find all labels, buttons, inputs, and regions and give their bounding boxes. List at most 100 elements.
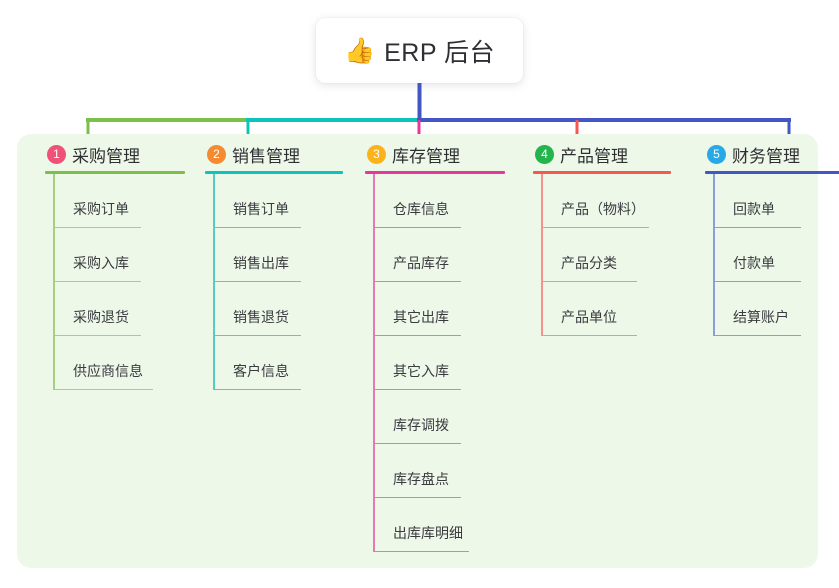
- branch-item-rule: [53, 226, 141, 228]
- branch-item-label: 付款单: [733, 255, 775, 271]
- branch-title: 产品管理: [560, 146, 628, 166]
- branch-item[interactable]: 库存盘点: [373, 444, 519, 498]
- branch-item[interactable]: 库存调拨: [373, 390, 519, 444]
- root-node[interactable]: 👍 ERP 后台: [316, 18, 523, 83]
- branch-item-label: 客户信息: [233, 363, 289, 379]
- branch-item-label: 其它入库: [393, 363, 449, 379]
- branch-number-badge: 2: [207, 144, 226, 164]
- branch-item-label: 销售退货: [233, 309, 289, 325]
- branch-item-label: 回款单: [733, 201, 775, 217]
- thumbs-up-icon: 👍: [343, 37, 376, 65]
- branch-item[interactable]: 回款单: [713, 174, 839, 228]
- branch-item[interactable]: 供应商信息: [53, 336, 199, 390]
- branch-item-rule: [53, 334, 141, 336]
- branch-item[interactable]: 产品分类: [541, 228, 687, 282]
- branch-item-label: 出库库明细: [393, 525, 463, 541]
- branch-item-rule: [713, 226, 801, 228]
- branch-item-rule: [213, 226, 301, 228]
- branch-column-5: 5 财务管理回款单付款单结算账户: [699, 134, 839, 336]
- branch-header-4[interactable]: 4 产品管理: [527, 134, 687, 174]
- branch-item-rule: [373, 226, 461, 228]
- branch-item-label: 采购退货: [73, 309, 129, 325]
- branch-item-label: 其它出库: [393, 309, 449, 325]
- branch-item-label: 产品分类: [561, 255, 617, 271]
- branch-item[interactable]: 销售退货: [213, 282, 359, 336]
- branch-item[interactable]: 采购入库: [53, 228, 199, 282]
- branch-stem-line: [53, 174, 55, 390]
- branch-item-rule: [213, 388, 301, 390]
- branch-item-rule: [373, 496, 461, 498]
- branches-panel: 1 采购管理采购订单采购入库采购退货供应商信息 2 销售管理销售订单销售出库销售退货客…: [17, 134, 839, 568]
- branch-column-1: 1 采购管理采购订单采购入库采购退货供应商信息: [39, 134, 199, 390]
- branch-item-list: 销售订单销售出库销售退货客户信息: [213, 174, 359, 390]
- branch-item[interactable]: 销售订单: [213, 174, 359, 228]
- branch-item[interactable]: 产品（物料）: [541, 174, 687, 228]
- branch-header-rule: [45, 171, 185, 174]
- branch-header-1[interactable]: 1 采购管理: [39, 134, 199, 174]
- branch-item[interactable]: 销售出库: [213, 228, 359, 282]
- branch-item[interactable]: 出库库明细: [373, 498, 519, 552]
- branch-header-rule: [365, 171, 505, 174]
- branch-item-list: 回款单付款单结算账户: [713, 174, 839, 336]
- branch-item-label: 采购订单: [73, 201, 129, 217]
- branch-stem-line: [213, 174, 215, 390]
- branch-item[interactable]: 付款单: [713, 228, 839, 282]
- branch-item-label: 销售订单: [233, 201, 289, 217]
- branch-item-label: 采购入库: [73, 255, 129, 271]
- branch-title: 财务管理: [732, 146, 800, 166]
- branch-item-rule: [541, 334, 637, 336]
- branch-item-rule: [541, 280, 637, 282]
- branch-stem-line: [713, 174, 715, 336]
- branch-number-badge: 4: [535, 144, 554, 164]
- branch-item-label: 产品（物料）: [561, 201, 645, 217]
- branch-item-label: 产品单位: [561, 309, 617, 325]
- branch-item[interactable]: 产品单位: [541, 282, 687, 336]
- branch-item-rule: [53, 388, 153, 390]
- branch-item-list: 产品（物料） 产品分类产品单位: [541, 174, 687, 336]
- branch-item-rule: [53, 280, 141, 282]
- branch-item[interactable]: 客户信息: [213, 336, 359, 390]
- branch-item-rule: [373, 388, 461, 390]
- branch-item-list: 仓库信息产品库存其它出库其它入库库存调拨库存盘点出库库明细: [373, 174, 519, 552]
- branch-number-badge: 5: [707, 144, 726, 164]
- branch-item-rule: [213, 334, 301, 336]
- branch-stem-line: [373, 174, 375, 552]
- branch-header-2[interactable]: 2 销售管理: [199, 134, 359, 174]
- branch-item[interactable]: 采购退货: [53, 282, 199, 336]
- branch-item-label: 销售出库: [233, 255, 289, 271]
- branch-column-2: 2 销售管理销售订单销售出库销售退货客户信息: [199, 134, 359, 390]
- branch-item-label: 供应商信息: [73, 363, 143, 379]
- branch-item[interactable]: 产品库存: [373, 228, 519, 282]
- branch-title: 库存管理: [392, 146, 460, 166]
- branch-header-5[interactable]: 5 财务管理: [699, 134, 839, 174]
- branch-stem-line: [541, 174, 543, 336]
- root-title: ERP 后台: [384, 38, 496, 67]
- branch-item-rule: [541, 226, 649, 228]
- branch-title: 采购管理: [72, 146, 140, 166]
- branch-item-rule: [713, 280, 801, 282]
- branch-header-rule: [533, 171, 671, 174]
- branch-title: 销售管理: [232, 146, 300, 166]
- branch-header-rule: [705, 171, 839, 174]
- branch-number-badge: 3: [367, 144, 386, 164]
- branch-item-label: 仓库信息: [393, 201, 449, 217]
- branch-item-rule: [373, 334, 461, 336]
- branch-item[interactable]: 其它入库: [373, 336, 519, 390]
- branch-number-badge: 1: [47, 144, 66, 164]
- branch-column-4: 4 产品管理产品（物料） 产品分类产品单位: [527, 134, 687, 336]
- branch-item[interactable]: 其它出库: [373, 282, 519, 336]
- branch-item-rule: [213, 280, 301, 282]
- branch-item-label: 产品库存: [393, 255, 449, 271]
- branch-item[interactable]: 仓库信息: [373, 174, 519, 228]
- branch-item-rule: [373, 442, 461, 444]
- branch-item-list: 采购订单采购入库采购退货供应商信息: [53, 174, 199, 390]
- branch-item-rule: [713, 334, 801, 336]
- branch-header-3[interactable]: 3 库存管理: [359, 134, 519, 174]
- branch-item-label: 库存盘点: [393, 471, 449, 487]
- branch-item-label: 库存调拨: [393, 417, 449, 433]
- branch-item[interactable]: 结算账户: [713, 282, 839, 336]
- branch-item-label: 结算账户: [733, 309, 789, 325]
- branch-column-3: 3 库存管理仓库信息产品库存其它出库其它入库库存调拨库存盘点出库库明细: [359, 134, 519, 552]
- branch-item-rule: [373, 550, 469, 552]
- branch-item[interactable]: 采购订单: [53, 174, 199, 228]
